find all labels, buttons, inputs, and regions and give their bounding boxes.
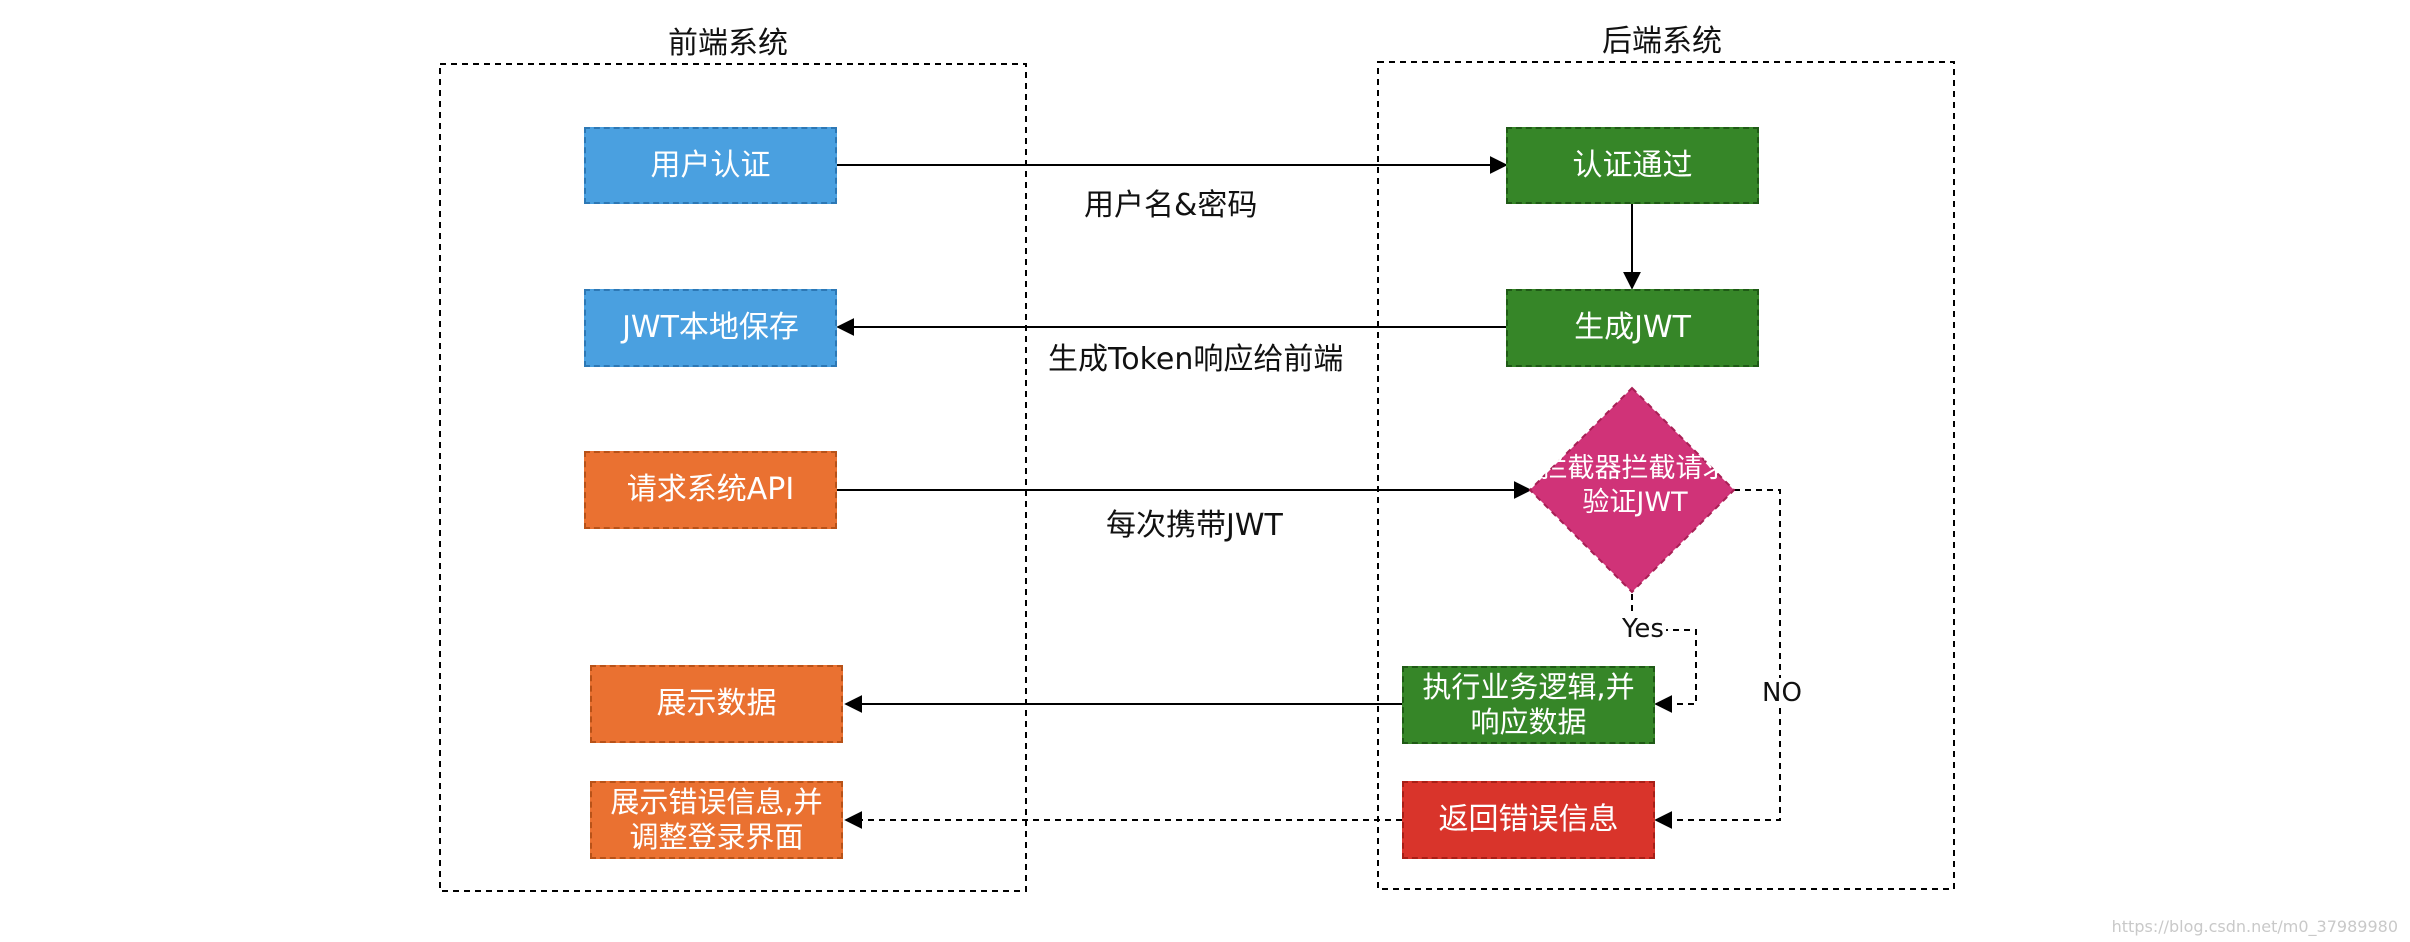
request-api-label: 请求系统API bbox=[626, 472, 795, 507]
show-error-node: 展示错误信息,并 调整登录界面 bbox=[590, 781, 843, 859]
interceptor-label-line2: 验证JWT bbox=[1582, 486, 1688, 518]
jwt-local-save-node: JWT本地保存 bbox=[584, 289, 837, 367]
backend-title: 后端系统 bbox=[1602, 24, 1722, 59]
edge-label-yes: Yes bbox=[1620, 614, 1666, 644]
show-error-label-line1: 展示错误信息,并 bbox=[610, 785, 823, 820]
generate-jwt-node: 生成JWT bbox=[1506, 289, 1759, 367]
interceptor-label-line1: 拦截器拦截请求 bbox=[1540, 453, 1730, 484]
execute-logic-node: 执行业务逻辑,并 响应数据 bbox=[1402, 666, 1655, 744]
generate-jwt-label: 生成JWT bbox=[1574, 310, 1691, 345]
execute-logic-label-line1: 执行业务逻辑,并 bbox=[1422, 670, 1635, 705]
interceptor-text: 拦截器拦截请求 验证JWT bbox=[1520, 452, 1750, 520]
frontend-group-frame bbox=[439, 63, 1027, 892]
execute-logic-label-line2: 响应数据 bbox=[1470, 705, 1587, 739]
edge-label-token-response: 生成Token响应给前端 bbox=[1048, 342, 1344, 377]
show-data-label: 展示数据 bbox=[656, 686, 777, 721]
request-api-node: 请求系统API bbox=[584, 451, 837, 529]
auth-passed-node: 认证通过 bbox=[1506, 127, 1759, 204]
show-error-label-line2: 调整登录界面 bbox=[629, 820, 804, 854]
return-error-node: 返回错误信息 bbox=[1402, 781, 1655, 859]
backend-group-frame bbox=[1377, 61, 1955, 890]
edge-label-username-password: 用户名&密码 bbox=[1084, 188, 1258, 223]
edge-label-carry-jwt: 每次携带JWT bbox=[1106, 508, 1283, 543]
jwt-local-save-label: JWT本地保存 bbox=[622, 310, 799, 345]
interceptor-diamond bbox=[1528, 386, 1736, 594]
watermark-text: https://blog.csdn.net/m0_37989980 bbox=[2111, 917, 2398, 936]
user-auth-label: 用户认证 bbox=[650, 147, 771, 183]
show-data-node: 展示数据 bbox=[590, 665, 843, 743]
return-error-label: 返回错误信息 bbox=[1438, 802, 1619, 837]
edge-label-no: NO bbox=[1760, 678, 1804, 708]
user-auth-node: 用户认证 bbox=[584, 127, 837, 204]
edge-no-path bbox=[1654, 489, 1781, 829]
frontend-title: 前端系统 bbox=[668, 26, 788, 61]
auth-passed-label: 认证通过 bbox=[1572, 147, 1693, 183]
